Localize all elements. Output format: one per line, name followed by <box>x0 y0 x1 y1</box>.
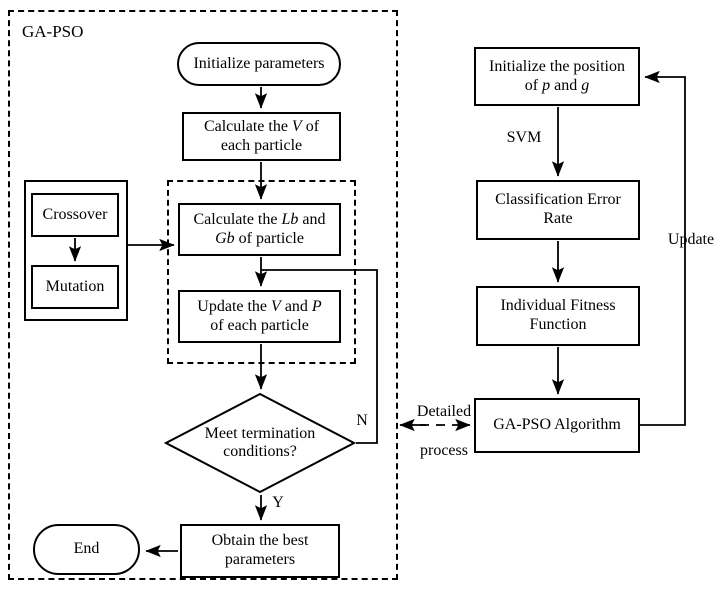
node-crossover[interactable]: Crossover <box>31 193 119 237</box>
connector-label-detailed-process: Detailed process <box>416 403 472 459</box>
node-calculate-v[interactable]: Calculate the V of each particle <box>182 112 341 161</box>
node-update-v-p-label: Update the V and P of each particle <box>197 297 322 334</box>
node-initialize-parameters[interactable]: Initialize parameters <box>177 42 341 86</box>
node-ga-pso-algorithm-label: GA-PSO Algorithm <box>493 416 621 434</box>
node-meet-termination-label: Meet termination conditions? <box>204 424 316 460</box>
node-classification-error-rate[interactable]: Classification Error Rate <box>476 180 640 240</box>
node-update-v-p[interactable]: Update the V and P of each particle <box>178 290 341 343</box>
node-end-label: End <box>73 540 100 558</box>
node-mutation-label: Mutation <box>45 277 105 295</box>
genetic-operators-group <box>24 180 128 321</box>
node-crossover-label: Crossover <box>42 205 108 223</box>
edge-label-svm: SVM <box>506 129 542 146</box>
node-ga-pso-algorithm[interactable]: GA-PSO Algorithm <box>474 398 640 453</box>
node-obtain-best-parameters[interactable]: Obtain the best parameters <box>180 524 340 578</box>
node-initialize-parameters-label: Initialize parameters <box>193 54 325 72</box>
node-initialize-position[interactable]: Initialize the position of p and g <box>474 47 640 106</box>
ga-pso-group-label: GA-PSO <box>22 22 84 41</box>
node-initialize-position-label: Initialize the position of p and g <box>489 57 625 94</box>
edge-label-yes: Y <box>272 494 284 511</box>
edge-label-no: N <box>356 412 368 429</box>
node-meet-termination[interactable]: Meet termination conditions? <box>163 392 357 494</box>
node-obtain-best-parameters-label: Obtain the best parameters <box>211 532 309 568</box>
wire-gapso-update-return <box>640 70 686 426</box>
node-end[interactable]: End <box>33 524 140 575</box>
node-classification-error-rate-label: Classification Error Rate <box>495 191 621 227</box>
ga-pso-outer-dashed-group <box>8 10 398 580</box>
node-individual-fitness-function-label: Individual Fitness Function <box>500 297 616 333</box>
node-mutation[interactable]: Mutation <box>31 265 119 309</box>
node-calculate-lb-gb[interactable]: Calculate the Lb and Gb of particle <box>178 203 341 256</box>
node-calculate-lb-gb-label: Calculate the Lb and Gb of particle <box>193 210 326 247</box>
node-individual-fitness-function[interactable]: Individual Fitness Function <box>476 286 640 346</box>
node-calculate-v-label: Calculate the V of each particle <box>203 117 320 154</box>
edge-label-update: Update <box>667 231 715 248</box>
